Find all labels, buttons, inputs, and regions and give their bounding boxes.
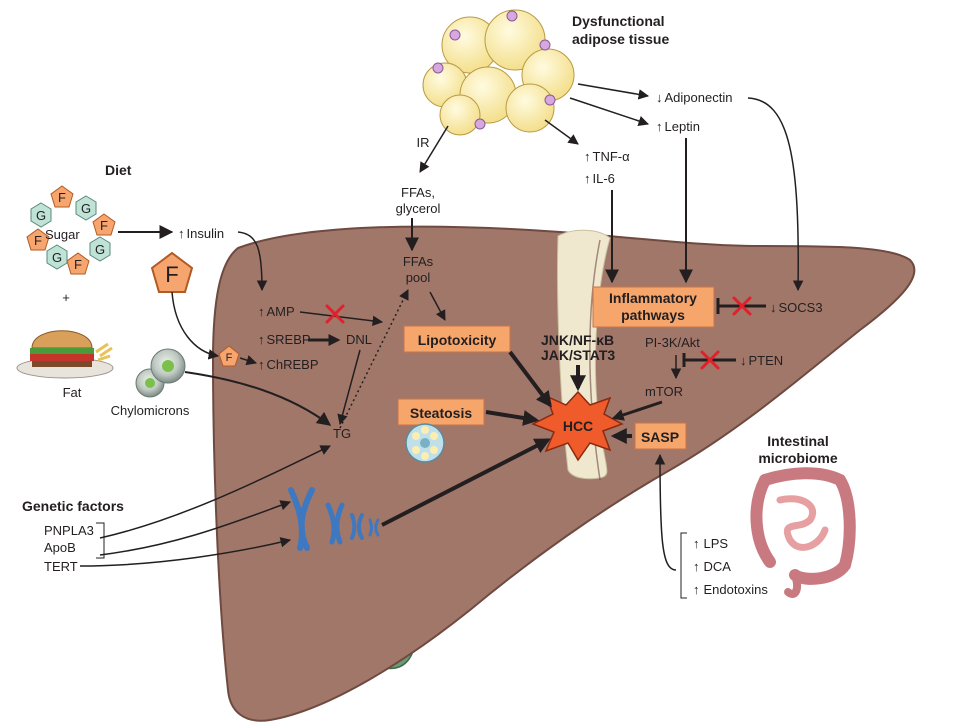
hcc-text: HCC bbox=[563, 418, 593, 434]
microbiome-bracket bbox=[680, 532, 687, 599]
arrow-leptin bbox=[569, 97, 649, 126]
inflammatory-box bbox=[592, 286, 715, 328]
arrow-tnf bbox=[544, 119, 579, 145]
tg-label: TG bbox=[333, 426, 351, 441]
fructose-label: F bbox=[100, 218, 108, 233]
fructose-label: F bbox=[58, 190, 66, 205]
inflammatory-text-2: pathways bbox=[621, 307, 685, 323]
arrow-small-f-chrebp bbox=[239, 355, 258, 366]
pi3k-label: PI-3K/Akt bbox=[645, 335, 700, 350]
glucose-label: G bbox=[95, 242, 105, 257]
tnf-label: ↑TNF-α bbox=[584, 149, 630, 164]
steatosis-cell-illustration bbox=[405, 423, 445, 463]
fructose-label: F bbox=[226, 352, 233, 364]
burger-illustration bbox=[16, 330, 114, 379]
arrow-pool-tg-dotted bbox=[339, 289, 409, 429]
jak-label: JAK/STAT3 bbox=[541, 347, 615, 363]
arrow-adiponectin bbox=[577, 83, 650, 100]
jnk-label: JNK/NF-κB bbox=[541, 332, 614, 348]
inflammatory-text-1: Inflammatory bbox=[609, 290, 697, 306]
large-fructose: F bbox=[150, 251, 194, 293]
glucose-label: G bbox=[81, 201, 91, 216]
sasp-text: SASP bbox=[641, 429, 679, 445]
pnpla3-label: PNPLA3 bbox=[44, 523, 94, 538]
endotoxins-label: ↑Endotoxins bbox=[693, 582, 768, 597]
chrebp-label: ↑ChREBP bbox=[258, 357, 319, 372]
arrow-chylo-tg bbox=[184, 371, 332, 426]
sasp-box bbox=[634, 422, 687, 450]
arrow-pnpla3-tg bbox=[99, 445, 331, 539]
pten-label: ↓PTEN bbox=[740, 353, 783, 368]
ffas-glycerol-line2: glycerol bbox=[396, 201, 441, 216]
diet-heading: Diet bbox=[105, 162, 132, 178]
inhibition-x-marks bbox=[325, 296, 752, 370]
arrow-tert-chromosome bbox=[79, 537, 292, 567]
sugar-label: Sugar bbox=[45, 227, 80, 242]
arrow-fructose-chrebp bbox=[171, 291, 220, 360]
lipotoxicity-box bbox=[403, 325, 511, 353]
chylomicrons-label: Chylomicrons bbox=[111, 403, 190, 418]
adipose-heading-2: adipose tissue bbox=[572, 31, 669, 47]
glucose-label: G bbox=[52, 250, 62, 265]
amp-label: ↑AMP bbox=[258, 304, 295, 319]
fructose-label: F bbox=[74, 257, 82, 272]
microbiome-heading-1: Intestinal bbox=[767, 433, 828, 449]
genetic-heading: Genetic factors bbox=[22, 498, 124, 514]
x-mark-pten bbox=[700, 350, 720, 370]
microbiome-heading-2: microbiome bbox=[758, 450, 838, 466]
arrow-dnl-tg bbox=[337, 349, 361, 426]
arrow-lipotox-hcc bbox=[508, 350, 552, 408]
chromosome-illustration bbox=[288, 487, 380, 551]
liver-shape bbox=[211, 225, 916, 722]
arrow-adiponectin-socs3 bbox=[747, 97, 804, 292]
arrow-apob-chromosome bbox=[99, 500, 291, 556]
mtor-label: mTOR bbox=[645, 384, 683, 399]
hcc-burst: HCC bbox=[531, 390, 624, 462]
apob-label: ApoB bbox=[44, 540, 76, 555]
x-mark-socs3 bbox=[732, 296, 752, 316]
arrow-pool-lipotox bbox=[429, 291, 446, 321]
arrow-mtor-hcc bbox=[611, 400, 663, 421]
chylomicrons-illustration bbox=[135, 348, 186, 398]
tert-label: TERT bbox=[44, 559, 78, 574]
adipose-heading-1: Dysfunctional bbox=[572, 13, 665, 29]
lps-label: ↑LPS bbox=[693, 536, 728, 551]
genetic-bracket bbox=[96, 522, 105, 559]
lipotoxicity-text: Lipotoxicity bbox=[418, 332, 497, 348]
ffas-glycerol-line1: FFAs, bbox=[401, 185, 435, 200]
x-mark-amp bbox=[325, 304, 345, 324]
adiponectin-label: ↓Adiponectin bbox=[656, 90, 732, 105]
fructose-label: F bbox=[34, 233, 42, 248]
socs3-label: ↓SOCS3 bbox=[770, 300, 823, 315]
arrow-amp-dnl bbox=[299, 311, 384, 327]
small-fructose: F bbox=[218, 345, 240, 367]
steatosis-box bbox=[397, 398, 485, 426]
il6-label: ↑IL-6 bbox=[584, 171, 615, 186]
arrow-adipose-ir bbox=[419, 125, 449, 173]
arrow-insulin-amp bbox=[237, 231, 268, 292]
leptin-label: ↑Leptin bbox=[656, 119, 700, 134]
ffa-pool-line1: FFAs bbox=[403, 254, 434, 269]
fructose-label: F bbox=[165, 262, 178, 287]
plus-sign: + bbox=[62, 290, 70, 305]
arrows bbox=[79, 83, 804, 571]
srebp-label: ↑SREBP bbox=[258, 332, 311, 347]
arrow-microbiome-sasp bbox=[654, 453, 677, 571]
sugar-molecules: G F G F F G G F Sugar bbox=[26, 185, 116, 275]
ffa-pool-line2: pool bbox=[406, 270, 431, 285]
intestine-illustration bbox=[750, 467, 856, 598]
glucose-label: G bbox=[36, 208, 46, 223]
arrow-steatosis-hcc bbox=[485, 410, 540, 426]
insulin-label: ↑Insulin bbox=[178, 226, 224, 241]
dca-label: ↑DCA bbox=[693, 559, 731, 574]
ir-label: IR bbox=[417, 135, 430, 150]
fat-label: Fat bbox=[63, 385, 82, 400]
steatosis-text: Steatosis bbox=[410, 405, 472, 421]
adipose-tissue-illustration bbox=[422, 9, 575, 136]
dnl-label: DNL bbox=[346, 332, 372, 347]
arrow-chromosome-hcc bbox=[381, 438, 551, 527]
